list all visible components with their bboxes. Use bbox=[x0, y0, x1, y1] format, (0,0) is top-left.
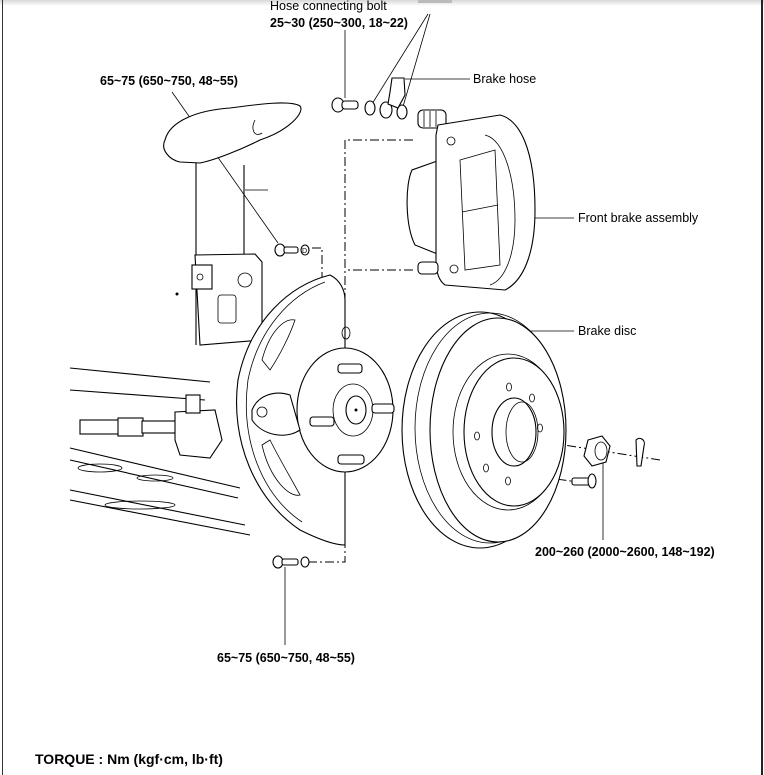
brake-disc-label: Brake disc bbox=[578, 324, 637, 338]
svg-text:D: D bbox=[302, 248, 307, 255]
clipped-top-label bbox=[418, 0, 452, 3]
split-pin bbox=[635, 437, 645, 467]
brake-disc bbox=[401, 311, 567, 549]
disc-screw bbox=[571, 473, 597, 489]
leader-washer-1 bbox=[371, 13, 429, 105]
brake-caliper bbox=[406, 114, 536, 291]
hose-bolt-torque: 25~30 (250~300, 18~22) bbox=[270, 16, 408, 30]
hose-bolt-label: Hose connecting bolt bbox=[270, 0, 387, 13]
tie-rod-end bbox=[79, 394, 223, 459]
strut-assembly bbox=[163, 102, 302, 346]
torque-units-note: TORQUE : Nm (kgf·cm, lb·ft) bbox=[35, 751, 223, 767]
top-shadow bbox=[0, 0, 764, 6]
left-border bbox=[2, 0, 3, 775]
leader-washer-2 bbox=[401, 13, 431, 111]
wheel-hub bbox=[251, 347, 395, 473]
brake-hose-label: Brake hose bbox=[473, 72, 537, 86]
lower-bolt-torque: 65~75 (650~750, 48~55) bbox=[217, 651, 355, 665]
front-brake-assembly-label: Front brake assembly bbox=[578, 211, 699, 225]
lower-arm bbox=[69, 367, 251, 536]
upper-bolt-torque: 65~75 (650~750, 48~55) bbox=[100, 74, 238, 88]
right-border bbox=[761, 0, 763, 775]
hub-nut bbox=[583, 435, 611, 467]
hub-nut-torque: 200~260 (2000~2600, 148~192) bbox=[535, 545, 715, 559]
upper-knuckle-bolt: D bbox=[274, 243, 310, 257]
hose-bolt-assembly bbox=[331, 77, 447, 129]
lower-knuckle-bolt bbox=[272, 555, 310, 569]
